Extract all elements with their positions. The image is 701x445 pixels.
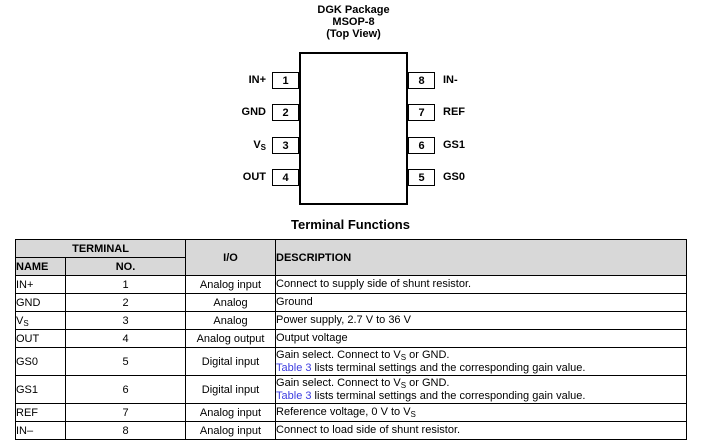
pin-3-number: 3 bbox=[282, 139, 289, 152]
pin-1-number: 1 bbox=[282, 74, 289, 87]
cell-name: GS0 bbox=[15, 347, 66, 376]
package-title-line1: DGK Package bbox=[317, 4, 390, 16]
pin-3-label: VS bbox=[253, 139, 266, 152]
pin-7-number: 7 bbox=[418, 106, 425, 119]
cell-description: Reference voltage, 0 V to VS bbox=[275, 403, 688, 422]
cell-description: Gain select. Connect to VS or GND.Table … bbox=[275, 347, 688, 376]
cell-description: Connect to supply side of shunt resistor… bbox=[275, 275, 688, 294]
cell-no: 4 bbox=[64, 329, 187, 348]
pin-8-label: IN- bbox=[443, 74, 458, 86]
cell-name: IN+ bbox=[15, 275, 66, 294]
cell-io: Analog input bbox=[185, 275, 277, 294]
pin-8-box: 8 bbox=[408, 72, 435, 89]
cell-no: 3 bbox=[64, 311, 187, 330]
pin-4-label: OUT bbox=[242, 171, 266, 183]
cell-io: Analog bbox=[185, 311, 277, 330]
pin-8-number: 8 bbox=[418, 74, 425, 87]
pin-7-label: REF bbox=[443, 106, 465, 118]
cell-name: REF bbox=[15, 403, 66, 422]
cell-description: Power supply, 2.7 V to 36 V bbox=[275, 311, 688, 330]
table-title: Terminal Functions bbox=[291, 217, 410, 232]
package-title-line2: MSOP-8 bbox=[332, 16, 375, 28]
pin-1-label: IN+ bbox=[248, 74, 266, 86]
pin-2-box: 2 bbox=[272, 104, 299, 121]
cell-description: Output voltage bbox=[275, 329, 688, 348]
chip-body bbox=[299, 52, 408, 205]
cell-description: Connect to load side of shunt resistor. bbox=[275, 421, 688, 440]
pin-6-box: 6 bbox=[408, 137, 435, 154]
cell-no: 1 bbox=[64, 275, 187, 294]
table3-link[interactable]: Table 3 bbox=[276, 361, 312, 374]
header-row-1: TERMINAL I/O DESCRIPTION bbox=[14, 239, 688, 276]
pin-2-number: 2 bbox=[282, 106, 289, 119]
pin-4-number: 4 bbox=[282, 171, 289, 184]
header-name: NAME bbox=[15, 257, 66, 276]
pin-5-number: 5 bbox=[418, 171, 425, 184]
cell-name: VS bbox=[15, 311, 66, 330]
pin-6-number: 6 bbox=[418, 139, 425, 152]
cell-no: 8 bbox=[64, 421, 187, 440]
cell-io: Digital input bbox=[185, 375, 277, 404]
cell-io: Analog input bbox=[185, 421, 277, 440]
cell-name: IN– bbox=[15, 421, 66, 440]
header-io: I/O bbox=[185, 239, 277, 276]
table3-link[interactable]: Table 3 bbox=[276, 389, 312, 402]
package-title-line3: (Top View) bbox=[326, 28, 381, 40]
pin-7-box: 7 bbox=[408, 104, 435, 121]
header-row-2: NAME NO. bbox=[15, 257, 687, 276]
header-description: DESCRIPTION bbox=[275, 239, 688, 276]
pin-4-box: 4 bbox=[272, 169, 299, 186]
cell-io: Analog output bbox=[185, 329, 277, 348]
cell-io: Analog input bbox=[185, 403, 277, 422]
cell-no: 2 bbox=[64, 293, 187, 312]
cell-io: Digital input bbox=[185, 347, 277, 376]
cell-description: Gain select. Connect to VS or GND.Table … bbox=[275, 375, 688, 404]
pin-3-box: 3 bbox=[272, 137, 299, 154]
pin-1-box: 1 bbox=[272, 72, 299, 89]
pin-5-box: 5 bbox=[408, 169, 435, 186]
pin-5-label: GS0 bbox=[443, 171, 466, 183]
cell-name: GS1 bbox=[15, 375, 66, 404]
header-no: NO. bbox=[64, 257, 187, 276]
package-title: DGK Package MSOP-8 (Top View) bbox=[253, 4, 454, 40]
cell-name: GND bbox=[15, 293, 66, 312]
cell-description: Ground bbox=[275, 293, 688, 312]
cell-name: OUT bbox=[15, 329, 66, 348]
pin-2-label: GND bbox=[241, 106, 266, 118]
pin-6-label: GS1 bbox=[443, 139, 466, 151]
cell-io: Analog bbox=[185, 293, 277, 312]
header-terminal: TERMINAL bbox=[14, 239, 187, 258]
cell-no: 5 bbox=[64, 347, 187, 376]
cell-no: 7 bbox=[64, 403, 187, 422]
cell-no: 6 bbox=[64, 375, 187, 404]
